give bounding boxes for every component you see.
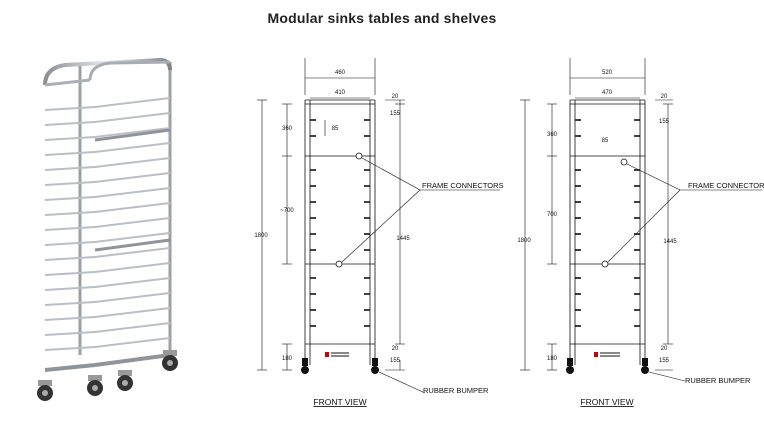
dim-bottom-gap: 20 bbox=[661, 346, 668, 352]
dim-top-section: 360 bbox=[547, 132, 558, 138]
dim-bottom-rail: 155 bbox=[659, 358, 670, 364]
front-view-drawing-left: 460 410 20 360 155 85 ~700 1800 1445 180… bbox=[254, 58, 504, 407]
dim-bottom-gap: 20 bbox=[392, 346, 399, 352]
dim-frame-height: 1445 bbox=[663, 239, 677, 245]
dim-width-inner: 470 bbox=[602, 90, 613, 96]
dim-width-outer: 460 bbox=[335, 70, 346, 76]
dim-rail-pitch: 85 bbox=[332, 126, 339, 132]
dim-top-gap: 20 bbox=[392, 94, 399, 100]
dim-top-to-rail: 155 bbox=[659, 119, 670, 125]
label-front-view: FRONT VIEW bbox=[313, 397, 366, 407]
label-frame-connectors: FRAME CONNECTORS bbox=[422, 181, 504, 190]
dim-middle-section: ~700 bbox=[280, 208, 294, 214]
dim-width-outer: 520 bbox=[602, 70, 613, 76]
page-title: Modular sinks tables and shelves bbox=[267, 10, 497, 26]
dim-width-inner: 410 bbox=[335, 90, 346, 96]
dim-bottom-section: 180 bbox=[282, 356, 293, 362]
label-rubber-bumper: RUBBER BUMPER bbox=[423, 386, 489, 395]
dim-top-section: 360 bbox=[282, 126, 293, 132]
dim-frame-height: 1445 bbox=[396, 236, 410, 242]
dim-total-height: 1800 bbox=[254, 233, 268, 239]
front-view-drawing-right: 520 470 20 360 155 85 700 1800 1445 180 … bbox=[517, 58, 764, 407]
dim-total-height: 1800 bbox=[517, 238, 531, 244]
dim-rail-pitch: 85 bbox=[602, 138, 609, 144]
dim-top-gap: 20 bbox=[661, 94, 668, 100]
label-rubber-bumper: RUBBER BUMPER bbox=[685, 376, 751, 385]
dim-top-to-rail: 155 bbox=[390, 111, 401, 117]
dim-bottom-section: 180 bbox=[547, 356, 558, 362]
label-frame-connectors: FRAME CONNECTORS bbox=[688, 181, 764, 190]
trolley-photo bbox=[37, 57, 178, 401]
dim-middle-section: 700 bbox=[547, 212, 558, 218]
dim-bottom-rail: 155 bbox=[390, 358, 401, 364]
label-front-view: FRONT VIEW bbox=[580, 397, 633, 407]
